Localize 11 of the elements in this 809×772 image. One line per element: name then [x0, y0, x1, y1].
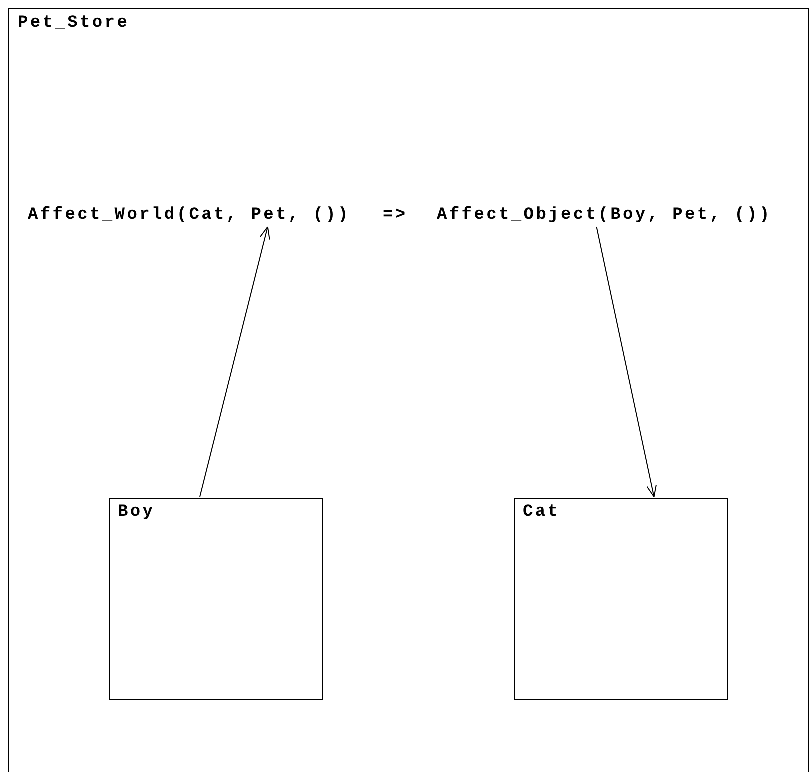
object-name: Boy — [118, 503, 156, 523]
function-text: Affect_Object(Boy, Pet, ()) — [437, 206, 772, 226]
arrow — [596, 226, 658, 498]
object-box — [514, 498, 728, 700]
arrow — [200, 226, 270, 498]
implies-symbol: => — [383, 206, 408, 226]
function-text: Affect_World(Cat, Pet, ()) — [28, 206, 350, 226]
object-name: Cat — [523, 503, 560, 523]
object-box — [109, 498, 323, 700]
frame-title: Pet_Store — [18, 14, 130, 34]
frame-box — [8, 8, 809, 772]
